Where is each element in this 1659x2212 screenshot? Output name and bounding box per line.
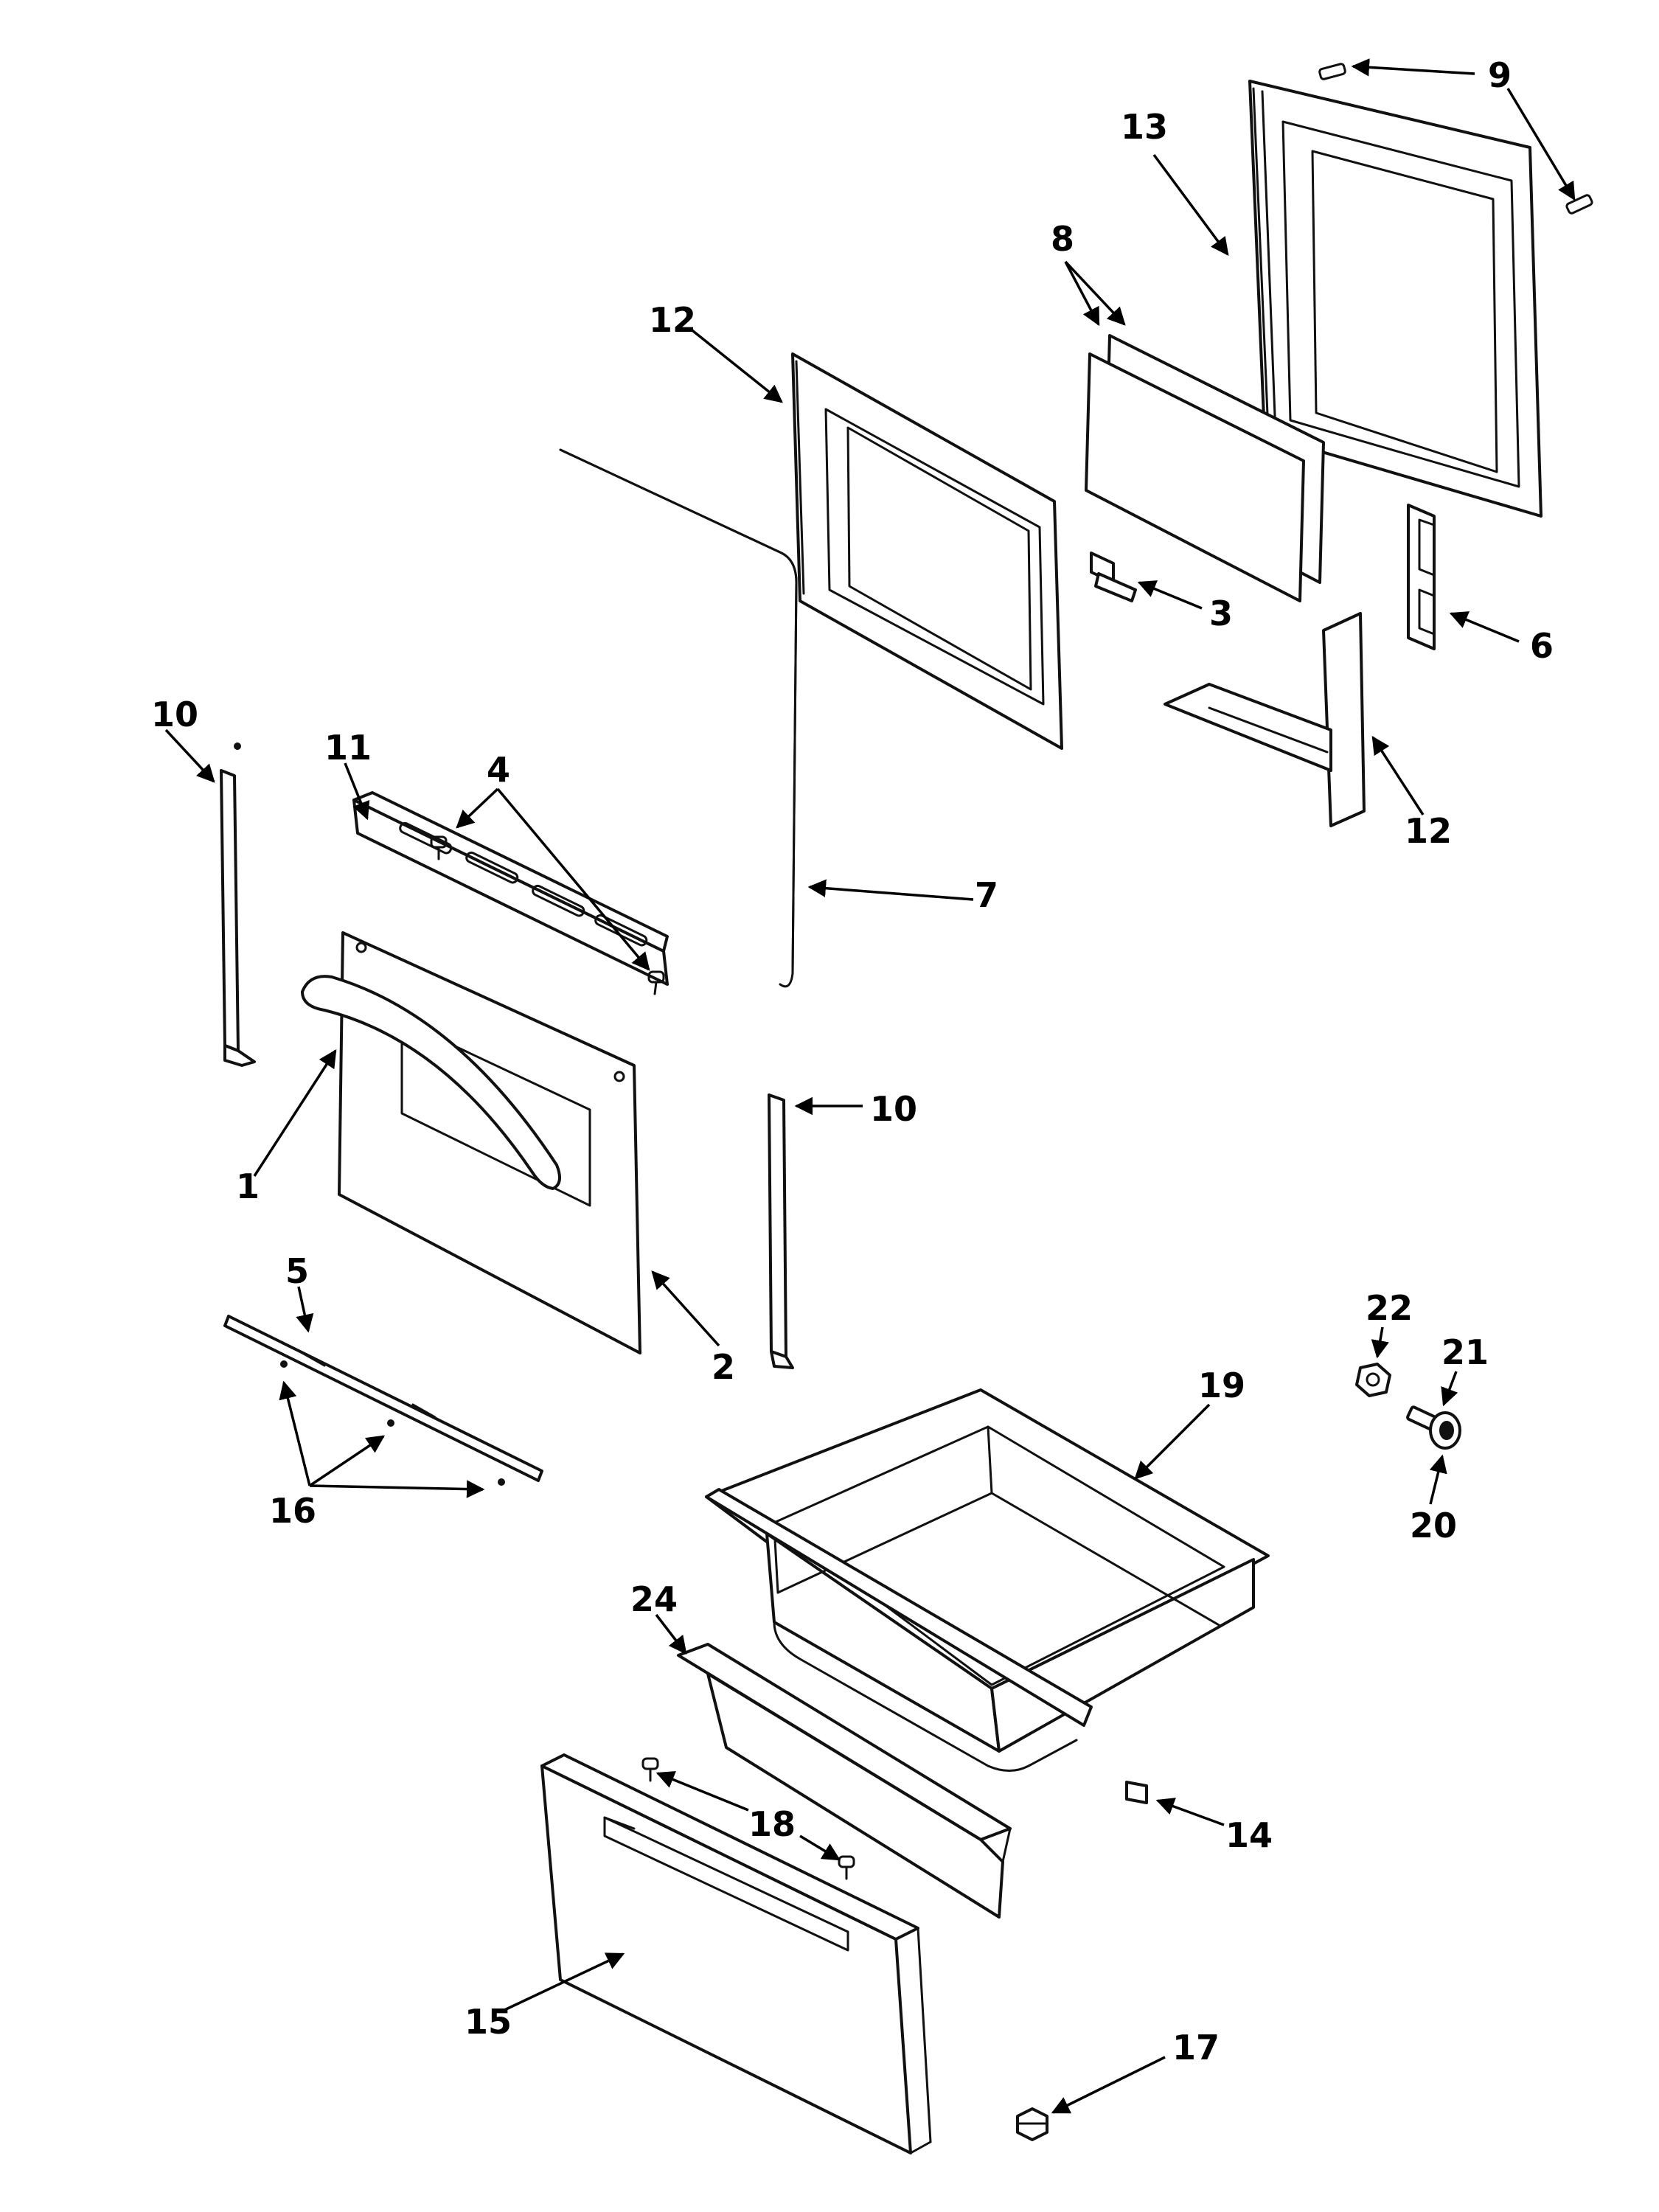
callout-10-right: 10 [870, 1089, 917, 1129]
callout-6: 6 [1530, 626, 1554, 666]
screw-19b-part [838, 1855, 855, 1880]
callout-21: 20 [1410, 1506, 1457, 1545]
callout-10-left: 10 [151, 695, 198, 734]
callout-22: 21 [1441, 1332, 1489, 1372]
side-trim-left-part [220, 742, 256, 1067]
door-gasket-part [559, 448, 798, 988]
door-glass-panel-part [338, 931, 641, 1354]
screw-19a-part [641, 1757, 659, 1782]
glass-panes-part [1085, 334, 1325, 602]
callout-24: 24 [630, 1579, 678, 1619]
clip-17a-part [280, 1360, 288, 1368]
callout-7: 7 [975, 875, 998, 915]
callout-18: 17 [1172, 2028, 1220, 2067]
bottom-trim-part [223, 1315, 543, 1482]
callout-23: 22 [1366, 1288, 1413, 1328]
clip-bracket-part [1090, 552, 1137, 602]
callout-12: 12 [649, 300, 696, 340]
callout-15: 14 [1225, 1815, 1273, 1855]
callout-16: 15 [465, 2002, 512, 2042]
callout-17: 16 [269, 1491, 316, 1531]
screw-9a-part [1318, 63, 1346, 80]
clip-17c-part [498, 1478, 505, 1486]
screw-9b-part [1565, 194, 1593, 215]
pad-part [1125, 1781, 1148, 1804]
callout-3: 3 [1209, 594, 1233, 633]
callout-14: 13 [1121, 107, 1168, 147]
callout-4: 4 [487, 750, 510, 790]
bolt-part [1406, 1405, 1461, 1450]
callout-11: 11 [324, 728, 372, 768]
nut-part [1355, 1363, 1391, 1397]
hinge-bracket-part [1407, 504, 1436, 650]
rear-door-panel-part [1248, 80, 1543, 518]
callout-labels: 9 13 8 12 3 6 12 10 11 4 7 10 1 2 5 16 2… [151, 55, 1554, 2067]
callout-1: 1 [236, 1166, 260, 1206]
screw-4a-part [430, 835, 448, 860]
door-handle-part [301, 975, 561, 1190]
callout-20: 19 [1198, 1366, 1245, 1405]
door-frame-panel-part [791, 352, 1063, 750]
screw-4b-part [647, 970, 665, 995]
leader-lines [164, 58, 1576, 2114]
drawer-tub-part [705, 1388, 1270, 1772]
vent-trim-part [352, 791, 669, 986]
side-trim-right-part [768, 1093, 794, 1369]
callout-5: 5 [285, 1251, 309, 1291]
clip-17b-part [387, 1419, 394, 1427]
drawer-trim-part [677, 1643, 1012, 1919]
callout-2: 2 [712, 1347, 735, 1387]
cap-nut-part [1016, 2107, 1048, 2141]
insulation-part [1164, 612, 1366, 827]
callout-9: 9 [1488, 55, 1512, 95]
callout-13: 12 [1405, 811, 1452, 851]
drawer-front-part [540, 1753, 932, 2154]
callout-19: 18 [748, 1804, 796, 1844]
callout-8: 8 [1051, 219, 1074, 259]
